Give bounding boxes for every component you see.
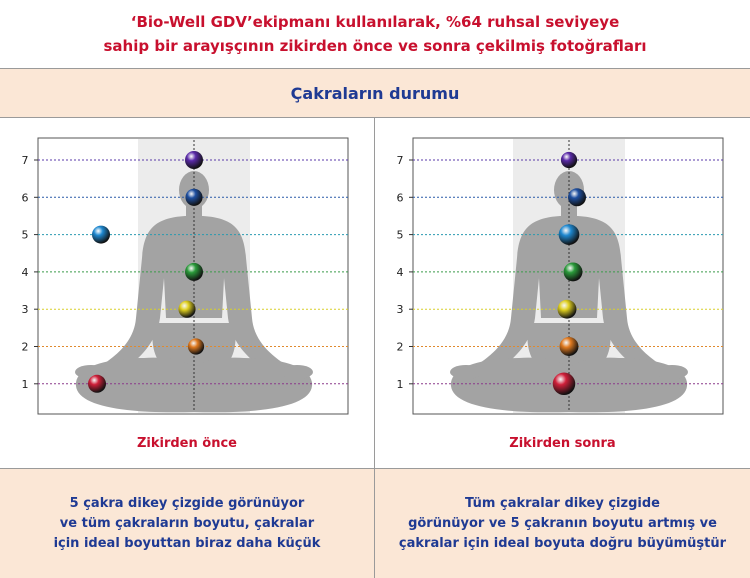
description-before-line-3: için ideal boyuttan biraz daha küçük — [53, 535, 321, 551]
chakra-3 — [557, 299, 577, 319]
level-label-4: 4 — [397, 266, 404, 279]
title-line-2: sahip bir arayışçının zikirden önce ve s… — [103, 37, 647, 55]
level-label-6: 6 — [22, 191, 29, 204]
chakra-3 — [178, 300, 196, 318]
description-after-line-1: Tüm çakralar dikey çizgide — [465, 495, 660, 511]
panel-after: 1 2 3 4 5 6 7 Zikirden sonra — [375, 118, 750, 469]
panel-before: 1 2 3 4 5 6 7 Zikirden önce — [0, 118, 375, 469]
title-line-1: ‘Bio-Well GDV’ekipmanı kullanılarak, %64… — [130, 13, 620, 31]
description-before-line-2: ve tüm çakraların boyutu, çakralar — [59, 515, 315, 531]
chakra-1 — [552, 372, 576, 396]
chakra-6 — [185, 188, 203, 206]
chakra-7 — [560, 151, 578, 169]
chakra-2 — [187, 338, 205, 355]
level-label-3: 3 — [22, 303, 29, 316]
level-label-7: 7 — [22, 154, 29, 167]
chakra-1 — [88, 374, 106, 393]
chakra-5 — [558, 224, 580, 245]
chakra-5 — [92, 225, 110, 244]
chakra-diagram-after: 1 2 3 4 5 6 7 — [397, 137, 724, 415]
level-label-2: 2 — [397, 341, 404, 354]
level-label-4: 4 — [22, 266, 29, 279]
caption-before: Zikirden önce — [136, 436, 237, 451]
level-label-2: 2 — [22, 341, 29, 354]
chakra-4 — [185, 262, 203, 281]
description-before: 5 çakra dikey çizgide görünüyor ve tüm ç… — [0, 469, 375, 578]
description-after-line-3: çakralar için ideal boyuta doğru büyümüş… — [398, 535, 727, 551]
section-title: Çakraların durumu — [290, 83, 460, 103]
level-label-3: 3 — [397, 303, 404, 316]
chakra-6 — [568, 188, 586, 207]
header: ‘Bio-Well GDV’ekipmanı kullanılarak, %64… — [0, 0, 750, 69]
level-label-7: 7 — [397, 154, 404, 167]
description-before-line-1: 5 çakra dikey çizgide görünüyor — [69, 495, 305, 511]
chakra-4 — [563, 262, 583, 282]
caption-after: Zikirden sonra — [509, 436, 616, 451]
level-label-5: 5 — [22, 229, 29, 242]
description-after: Tüm çakralar dikey çizgide görünüyor ve … — [375, 469, 750, 578]
section-header: Çakraların durumu — [0, 69, 750, 118]
level-label-1: 1 — [22, 378, 29, 391]
level-label-5: 5 — [397, 229, 404, 242]
chakra-2 — [559, 337, 579, 356]
level-label-6: 6 — [397, 191, 404, 204]
level-label-1: 1 — [397, 378, 404, 391]
chakra-diagram-before: 1 2 3 4 5 6 7 — [22, 137, 349, 415]
description-after-line-2: görünüyor ve 5 çakranın boyutu artmış ve — [408, 515, 717, 531]
chakra-7 — [185, 151, 203, 169]
